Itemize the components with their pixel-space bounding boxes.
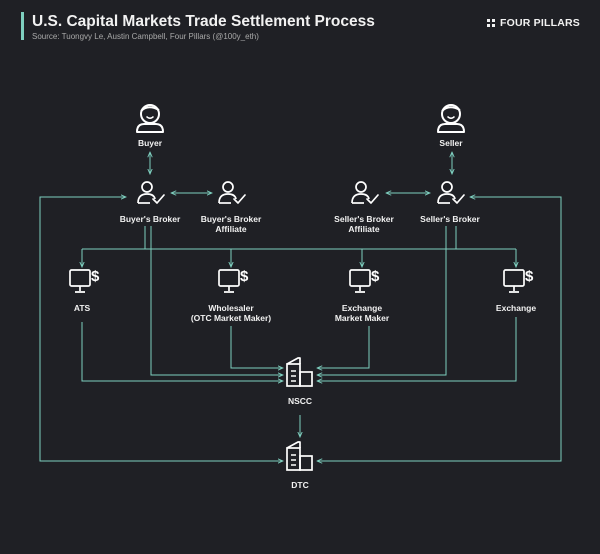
node-exchange: Exchange xyxy=(496,267,536,313)
broker-check-icon xyxy=(137,181,165,204)
broker-check-icon xyxy=(437,181,465,204)
node-label: Seller xyxy=(439,138,463,148)
monitor-dollar-icon xyxy=(503,267,535,293)
node-dtc: DTC xyxy=(286,441,313,490)
building-icon xyxy=(286,441,313,471)
broker-check-icon xyxy=(218,181,246,204)
person-icon xyxy=(437,104,465,133)
node-label: Buyer xyxy=(138,138,163,148)
connector-lines xyxy=(39,152,562,461)
node-label-line1: Wholesaler xyxy=(208,303,254,313)
node-nscc: NSCC xyxy=(286,357,313,406)
node-label: NSCC xyxy=(288,396,312,406)
node-ats: ATS xyxy=(69,267,101,313)
node-label-line2: Affiliate xyxy=(348,224,379,234)
monitor-dollar-icon xyxy=(349,267,381,293)
building-icon xyxy=(286,357,313,387)
person-icon xyxy=(136,104,164,133)
node-label: Exchange xyxy=(496,303,536,313)
node-wholesaler: Wholesaler (OTC Market Maker) xyxy=(191,267,271,323)
node-label: ATS xyxy=(74,303,91,313)
title-accent-bar xyxy=(21,12,24,40)
node-exchange-market-maker: Exchange Market Maker xyxy=(335,267,390,323)
brand-name: FOUR PILLARS xyxy=(500,17,580,29)
node-label-line1: Buyer's Broker xyxy=(201,214,262,224)
node-label: Seller's Broker xyxy=(420,214,480,224)
monitor-dollar-icon xyxy=(218,267,250,293)
node-seller: Seller xyxy=(437,104,465,148)
node-buyers-broker-affiliate: Buyer's Broker Affiliate xyxy=(201,181,262,234)
node-buyer: Buyer xyxy=(136,104,164,148)
node-buyers-broker: Buyer's Broker xyxy=(120,181,181,224)
node-label: DTC xyxy=(291,480,308,490)
node-label-line1: Exchange xyxy=(342,303,382,313)
node-sellers-broker-affiliate: Seller's Broker Affiliate xyxy=(334,181,395,234)
node-label: Buyer's Broker xyxy=(120,214,181,224)
page-title: U.S. Capital Markets Trade Settlement Pr… xyxy=(32,13,375,30)
monitor-dollar-icon xyxy=(69,267,101,293)
node-label-line1: Seller's Broker xyxy=(334,214,394,224)
node-label-line2: (OTC Market Maker) xyxy=(191,313,271,323)
node-label-line2: Market Maker xyxy=(335,313,390,323)
node-label-line2: Affiliate xyxy=(215,224,246,234)
brand-logo: FOUR PILLARS xyxy=(487,17,580,29)
broker-check-icon xyxy=(351,181,379,204)
brand-mark-icon xyxy=(487,19,496,27)
source-caption: Source: Tuongvy Le, Austin Campbell, Fou… xyxy=(32,32,259,41)
node-sellers-broker: Seller's Broker xyxy=(420,181,481,224)
